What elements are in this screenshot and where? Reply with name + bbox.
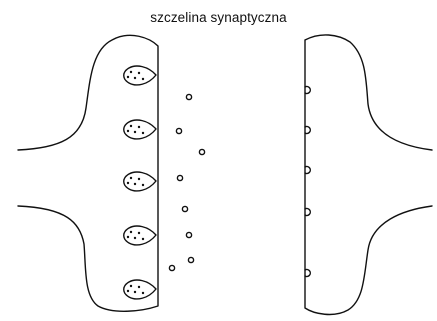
receptor [305, 209, 310, 216]
neurotransmitter [169, 265, 174, 270]
presynaptic-outline [18, 35, 158, 311]
receptor [305, 270, 310, 277]
receptor [305, 87, 310, 94]
vesicle [124, 66, 156, 85]
neurotransmitter [177, 175, 182, 180]
neurotransmitter [176, 128, 181, 133]
vesicle [124, 280, 156, 299]
neurotransmitter [182, 206, 187, 211]
receptor [305, 167, 310, 174]
presynaptic-terminal [18, 35, 158, 311]
neurotransmitter-molecules [169, 94, 204, 270]
postsynaptic-terminal [305, 35, 432, 315]
receptor [305, 127, 310, 134]
neurotransmitter [186, 94, 191, 99]
vesicle [124, 120, 156, 139]
neurotransmitter [186, 232, 191, 237]
postsynaptic-outline [305, 35, 432, 315]
neurotransmitter [188, 257, 193, 262]
vesicle [124, 172, 156, 191]
vesicle [124, 226, 156, 245]
neurotransmitter [199, 149, 204, 154]
